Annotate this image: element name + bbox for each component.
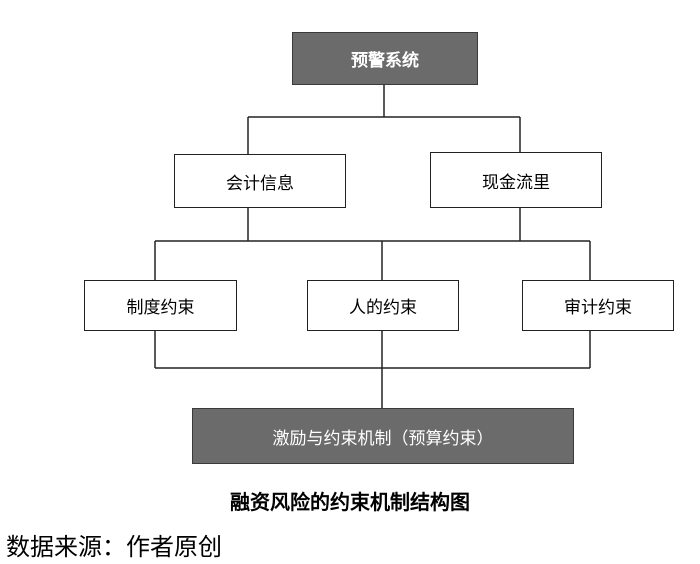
diagram-caption: 融资风险的约束机制结构图 [230, 490, 470, 514]
node-incentive-mechanism: 激励与约束机制（预算约束） [192, 408, 574, 464]
data-source-note: 数据来源：作者原创 [6, 533, 222, 561]
node-cash-flow: 现金流里 [430, 152, 602, 208]
node-system-constraint: 制度约束 [84, 280, 237, 331]
node-audit-constraint: 审计约束 [522, 280, 674, 331]
node-human-constraint: 人的约束 [307, 280, 459, 331]
node-warning-system: 预警系统 [292, 32, 478, 85]
node-accounting-info: 会计信息 [174, 154, 346, 208]
